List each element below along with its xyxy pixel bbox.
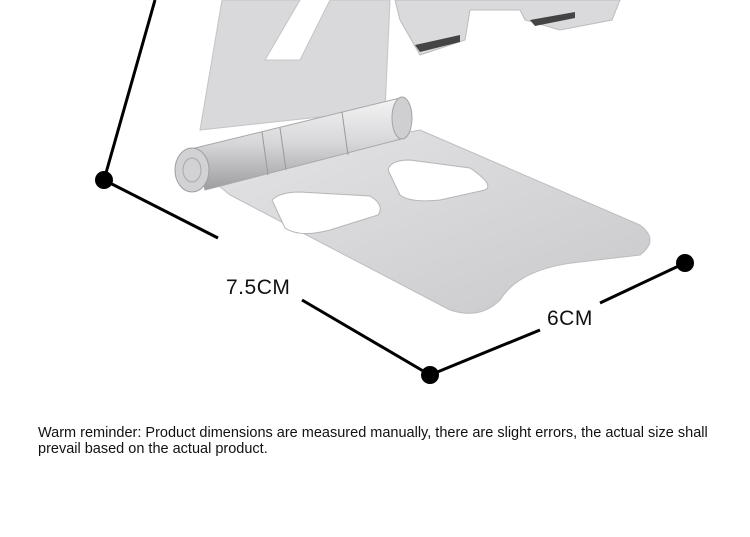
dimension-lines — [95, 0, 694, 384]
length-dimension-label: 7.5CM — [226, 276, 291, 299]
warm-reminder-note: Warm reminder: Product dimensions are me… — [38, 425, 708, 457]
phone-stand — [174, 0, 651, 314]
dimension-point — [95, 171, 113, 189]
width-dimension-label: 6CM — [547, 307, 593, 330]
dimension-point — [421, 366, 439, 384]
dimension-point — [676, 254, 694, 272]
